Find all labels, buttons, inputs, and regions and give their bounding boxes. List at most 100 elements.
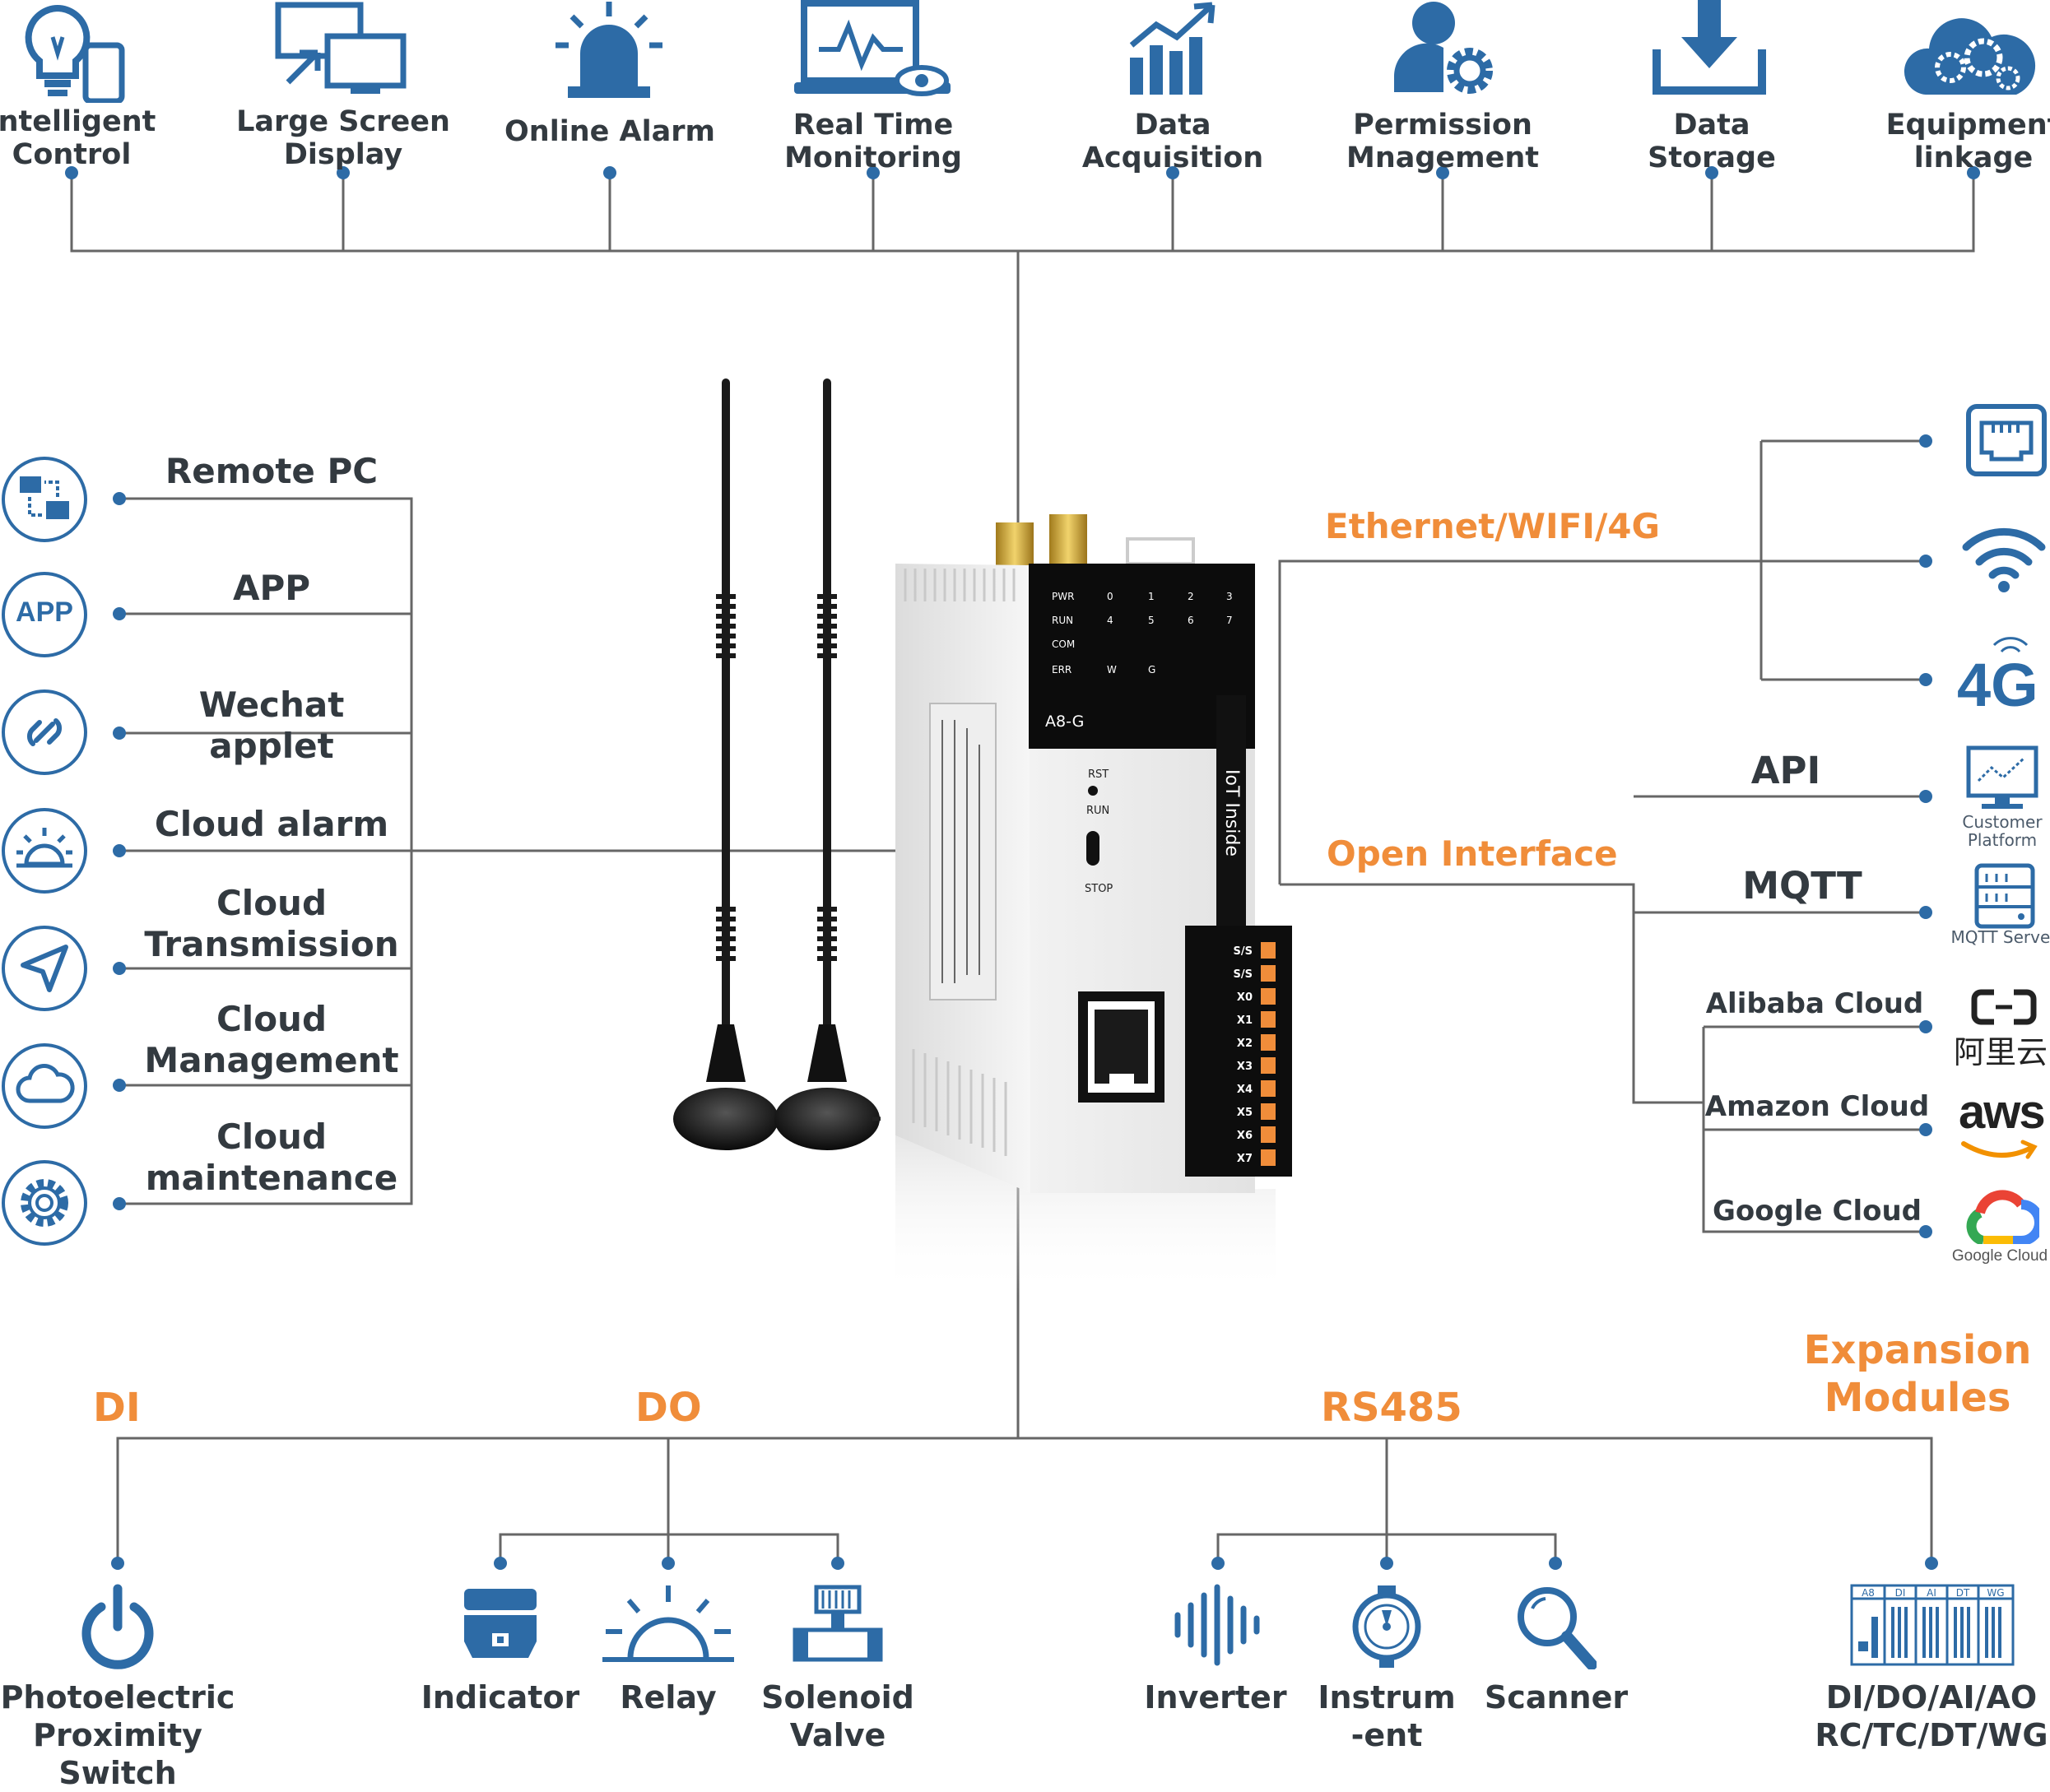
interface-label: MQTT — [1742, 864, 1862, 908]
led-label: COM — [1052, 638, 1075, 650]
terminal-label: X3 — [1237, 1061, 1253, 1073]
feature-label: Permission Mnagement — [1346, 109, 1539, 174]
module-tag: DI — [1895, 1587, 1906, 1599]
led-label: PWR — [1052, 591, 1074, 602]
led-label: ERR — [1052, 664, 1071, 675]
device-label: DI/DO/AI/AO RC/TC/DT/WG — [1815, 1679, 2048, 1753]
device-model: A8-G — [1045, 713, 1084, 731]
service-label: Cloud maintenance — [145, 1117, 398, 1198]
antennas — [673, 378, 881, 1150]
terminal-label: X1 — [1237, 1014, 1253, 1027]
monitor-eye-icon — [794, 0, 951, 96]
terminal-label: X6 — [1237, 1130, 1253, 1142]
iot-inside-text: IoT Inside — [1221, 769, 1242, 857]
device-label: Instrum -ent — [1318, 1679, 1456, 1753]
cloud-icon — [2, 1043, 87, 1129]
magnifier-icon — [1518, 1587, 1597, 1669]
feature-label: Equipment linkage — [1885, 109, 2050, 174]
cloud-label: Alibaba Cloud — [1705, 987, 1924, 1020]
service-label: Remote PC — [165, 451, 379, 491]
device-label: Scanner — [1484, 1679, 1629, 1715]
module-tag: DT — [1956, 1587, 1970, 1599]
ethernet-port-icon — [1966, 404, 2047, 476]
led-col: 1 — [1148, 591, 1155, 602]
alarm-light-icon — [555, 2, 662, 98]
button-label: STOP — [1085, 883, 1113, 895]
cloud-gears-icon — [1904, 18, 2036, 95]
cloud-label: Google Cloud — [1712, 1195, 1922, 1228]
led-col: 0 — [1107, 591, 1113, 602]
relay-icon — [602, 1585, 734, 1662]
gear-icon — [2, 1160, 87, 1246]
download-tray-icon — [1653, 0, 1766, 95]
button-label: RST — [1088, 768, 1109, 781]
service-label: APP — [232, 568, 311, 608]
alibaba-cloud-logo: 阿里云 — [1954, 1034, 2048, 1070]
led-col: 5 — [1148, 615, 1155, 626]
module-tag: A8 — [1862, 1587, 1875, 1599]
remote-pc-icon — [2, 457, 87, 542]
device-label: Solenoid Valve — [761, 1679, 914, 1753]
device-label: Photoelectric Proximity Switch — [0, 1679, 235, 1791]
app-icon-text: APP — [16, 597, 73, 628]
feature-label: Data Acquisition — [1081, 109, 1264, 174]
do-title: DO — [635, 1385, 702, 1431]
feature-label: Intelligent Control — [0, 105, 156, 171]
di-title: DI — [93, 1385, 141, 1431]
gauge-icon — [1352, 1585, 1421, 1668]
alibaba-cloud-icon — [1971, 989, 2037, 1025]
aws-smile-icon — [1961, 1140, 2038, 1159]
mqtt-server-icon — [1974, 863, 2035, 929]
terminal-label: X4 — [1237, 1084, 1253, 1096]
aws-logo: aws — [1959, 1085, 2046, 1139]
inverter-wave-icon — [1174, 1584, 1260, 1666]
connectivity-title: Ethernet/WIFI/4G — [1325, 506, 1660, 546]
indicator-icon — [464, 1589, 537, 1658]
send-arrow-icon — [2, 926, 87, 1011]
service-label: Cloud Transmission — [144, 883, 399, 964]
feature-label: Online Alarm — [504, 115, 715, 148]
4g-signal-icon — [1992, 637, 2029, 653]
solenoid-valve-icon — [793, 1585, 883, 1662]
google-cloud-logo: Google Cloud — [1951, 1247, 2048, 1265]
power-icon — [81, 1584, 154, 1669]
device-label: Relay — [620, 1679, 717, 1715]
sunrise-alarm-icon — [2, 808, 87, 894]
cloud-label: Amazon Cloud — [1704, 1090, 1930, 1123]
customer-platform-icon — [1966, 745, 2038, 809]
user-gear-icon — [1394, 2, 1493, 94]
screens-icon — [275, 2, 407, 94]
app-icon: APP — [2, 572, 87, 657]
module-tag: WG — [1987, 1587, 2004, 1599]
terminal-label: X7 — [1237, 1153, 1253, 1165]
device-label: Inverter — [1144, 1679, 1287, 1715]
device-label: Indicator — [421, 1679, 580, 1715]
led-col: 4 — [1107, 615, 1113, 626]
4g-text: 4G — [1957, 651, 2038, 719]
service-label: Cloud alarm — [154, 804, 389, 844]
led-col: 7 — [1226, 615, 1233, 626]
button-label: RUN — [1086, 805, 1109, 817]
rs485-title: RS485 — [1321, 1385, 1462, 1431]
service-label: Cloud Management — [144, 999, 399, 1080]
open-interface-title: Open Interface — [1327, 833, 1618, 874]
module-tag: AI — [1927, 1587, 1936, 1599]
terminal-label: X5 — [1237, 1107, 1253, 1119]
service-label: Wechat applet — [198, 685, 345, 766]
interface-sub: Customer Platform — [1962, 812, 2043, 850]
led-col: 6 — [1188, 615, 1194, 626]
bar-chart-icon — [1129, 2, 1216, 95]
terminal-label: X2 — [1237, 1038, 1253, 1050]
gateway-device: PWR RUN COM ERR 0 1 2 3 4 5 6 7 W G A8-G… — [895, 514, 1292, 1296]
feature-label: Large Screen Display — [236, 105, 450, 171]
feature-label: Real Time Monitoring — [784, 109, 962, 174]
terminal-label: X0 — [1237, 991, 1253, 1004]
link-icon — [2, 689, 87, 775]
terminal-label: S/S — [1234, 945, 1253, 958]
expansion-title: Expansion Modules — [1803, 1327, 2032, 1421]
bulb-phone-icon — [25, 4, 125, 103]
expansion-rack-icon: A8 DI AI DT WG — [1850, 1584, 2015, 1666]
led-col: G — [1148, 664, 1155, 675]
interface-label: API — [1750, 749, 1821, 792]
interface-sub: MQTT Server — [1950, 927, 2050, 947]
